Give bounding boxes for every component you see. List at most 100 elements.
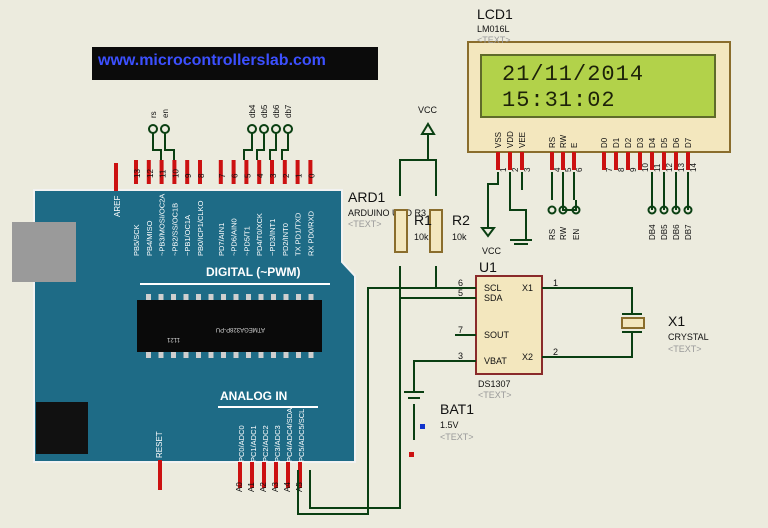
chip-pin [183,294,189,300]
probe-terminal[interactable] [283,124,293,134]
analog-pin[interactable] [274,462,278,488]
probe-terminal[interactable] [148,124,158,134]
aref-label: AREF [113,196,122,217]
lcd-pin[interactable] [602,152,606,170]
digital-label: DIGITAL (~PWM) [206,265,301,279]
digital-pin-label: ~PB3/MOSI/OC2A [158,194,167,256]
probe-wire [152,133,162,160]
analog-pin[interactable] [286,462,290,488]
lcd-pin[interactable] [686,152,690,170]
digital-pin[interactable] [146,160,151,184]
website-banner[interactable]: www.microcontrollerslab.com [92,47,378,80]
digital-pin-number: 12 [146,169,155,178]
digital-pin[interactable] [282,160,287,184]
digital-pin-number: 3 [269,173,278,178]
lcd-pin[interactable] [508,152,512,170]
digital-pin[interactable] [198,160,202,184]
aref-pin[interactable] [114,163,118,191]
probe-terminal[interactable] [160,124,170,134]
chip-pin [246,352,251,358]
probe-terminal[interactable] [271,124,281,134]
digital-pin[interactable] [244,160,249,184]
digital-pin[interactable] [185,160,190,184]
lcd-pin[interactable] [496,152,500,170]
lcd-pin[interactable] [520,152,524,170]
analog-pin-probe: A3 [271,482,280,492]
digital-pin[interactable] [308,160,313,184]
r1-body[interactable] [394,209,408,253]
lcd-pin-number: 2 [511,167,520,172]
lcd-display: 21/11/2014 15:31:02 [480,54,716,118]
ds1307-pin-number: 2 [553,347,558,357]
lcd-pin[interactable] [638,152,642,170]
lcd-probe-label: DB4 [648,224,657,240]
probe-label: db6 [272,104,281,118]
analog-pin[interactable] [238,462,242,488]
lcd-pin-label: D6 [672,137,681,148]
chip-pin [221,294,226,300]
probe-terminal[interactable] [259,124,269,134]
lcd-pin-label: RS [548,137,557,148]
lcd-pin-label: D4 [648,137,657,148]
lcd-pin[interactable] [662,152,666,170]
digital-pin-label: ~PD5/T1 [242,226,251,256]
digital-pin[interactable] [231,160,236,184]
digital-pin[interactable] [218,160,223,184]
chip-pin [146,352,151,358]
reset-pin[interactable] [158,460,162,490]
lcd-pin-label: E [570,143,579,148]
chip-pins-bottom [146,352,314,358]
lcd-pin[interactable] [626,152,630,170]
digital-pin[interactable] [257,160,262,184]
digital-pin-number: 5 [243,173,252,178]
probe-terminal[interactable] [247,124,257,134]
digital-pin-label: PD4/T0/XCK [255,213,264,256]
lcd-pin[interactable] [550,152,554,170]
lcd-line-1: 21/11/2014 [502,62,645,87]
analog-pin-label: PC2/ADC2 [261,425,270,462]
lcd-pin[interactable] [650,152,654,170]
probe-label: db4 [248,104,257,118]
lcd-pin-number: 12 [665,163,674,172]
banner-url[interactable]: www.microcontrollerslab.com [98,52,326,69]
lcd-pin[interactable] [561,152,565,170]
battery-text-tag: <TEXT> [440,432,474,442]
ds1307-body[interactable] [475,275,543,375]
digital-pin[interactable] [159,160,164,184]
analog-pin[interactable] [262,462,266,488]
ard1-name: ARD1 [348,189,386,205]
lcd-pin[interactable] [674,152,678,170]
probe-label: db5 [260,104,269,118]
lcd-pin-label: VDD [506,131,515,148]
lcd-text-tag: <TEXT> [477,35,511,45]
lcd-pin-number: 5 [564,167,573,172]
digital-pin[interactable] [134,160,138,184]
analog-pin[interactable] [298,462,302,488]
lcd-probe-terminal[interactable] [547,205,557,215]
ds1307-pin-label: SCL [484,283,502,293]
probe-label: rs [149,111,158,118]
lcd-model: LM016L [477,24,510,34]
analog-pin[interactable] [250,462,254,488]
lcd-pin-label: D1 [612,137,621,148]
digital-pin[interactable] [270,160,274,184]
lcd-pin[interactable] [614,152,618,170]
chip-pin [308,352,314,358]
crystal-symbol[interactable] [621,313,645,333]
battery-name: BAT1 [440,401,474,417]
digital-pin[interactable] [295,160,300,184]
chip-pin [196,294,201,300]
analog-pin-probe: A5 [295,482,304,492]
r2-body[interactable] [429,209,443,253]
reset-label: RESET [155,431,164,458]
digital-pin[interactable] [172,160,177,184]
digital-pin-number: 2 [282,173,291,178]
digital-pin-label: RX PD0/RXD [306,210,315,256]
chip-pin [208,352,214,358]
ds1307-pin-number: 3 [458,351,463,361]
i2c-wiring [297,287,633,515]
lcd-pin[interactable] [572,152,576,170]
ds1307-name: U1 [479,259,497,275]
